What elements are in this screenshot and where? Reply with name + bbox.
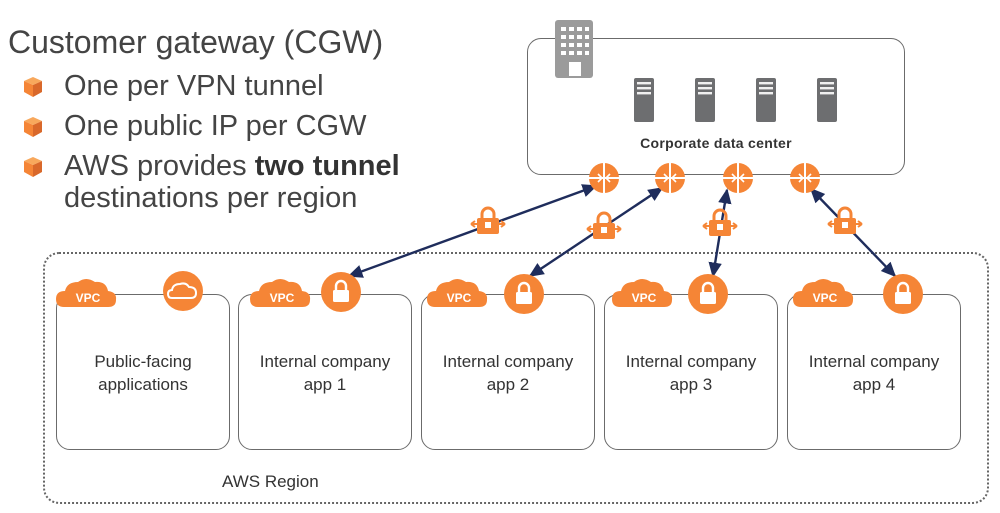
vpc-box-app1: Internal company app 1	[238, 294, 412, 450]
vpn-gateway-lock-icon	[319, 270, 363, 314]
bullet-text-post: destinations per region	[64, 182, 358, 214]
bullet-item: One public IP per CGW	[24, 110, 400, 142]
bullet-list: One per VPN tunnel One public IP per CGW…	[24, 70, 400, 222]
vpc-label: Internal company app 3	[625, 352, 757, 394]
slide-title: Customer gateway (CGW)	[8, 24, 384, 60]
internet-gateway-icon	[163, 271, 203, 311]
svg-text:VPC: VPC	[270, 291, 295, 305]
vpc-label: Internal company app 2	[442, 352, 574, 394]
vpc-box-app4: Internal company app 4	[787, 294, 961, 450]
vpc-label: Internal company app 4	[808, 352, 940, 394]
vpc-cloud-icon: VPC	[612, 279, 673, 307]
vpc-box-app2: Internal company app 2	[421, 294, 595, 450]
vpc-cloud-icon: VPC	[250, 279, 311, 307]
customer-gateway-router-icon	[654, 162, 686, 194]
bullet-item: One per VPN tunnel	[24, 70, 400, 102]
server-icon	[817, 78, 837, 122]
vpc-cloud-icon: VPC	[427, 279, 488, 307]
vpc-label: Internal company app 1	[259, 352, 391, 394]
vpc-cloud-icon: VPC	[793, 279, 854, 307]
vpc-box-app3: Internal company app 3	[604, 294, 778, 450]
orange-cube-icon	[24, 157, 42, 177]
data-center-label: Corporate data center	[640, 135, 792, 151]
orange-cube-icon	[24, 117, 42, 137]
server-icon	[695, 78, 715, 122]
customer-gateway-router-icon	[722, 162, 754, 194]
building-icon	[555, 20, 593, 78]
vpn-gateway-lock-icon	[502, 272, 546, 316]
customer-gateway-router-icon	[789, 162, 821, 194]
tunnel-lock-icon	[701, 208, 739, 238]
vpc-label: Public-facing applications	[94, 352, 192, 394]
svg-text:VPC: VPC	[447, 291, 472, 305]
vpn-tunnel-1-arrow	[347, 184, 598, 278]
svg-text:VPC: VPC	[76, 291, 101, 305]
bullet-item: AWS provides two tunnel destinations per…	[24, 150, 400, 214]
bullet-text-pre: AWS provides	[64, 150, 255, 182]
vpc-cloud-icon: VPC	[56, 279, 117, 307]
vpn-gateway-lock-icon	[881, 272, 925, 316]
bullet-text: One per VPN tunnel	[64, 70, 324, 102]
server-icon	[756, 78, 776, 122]
svg-text:VPC: VPC	[632, 291, 657, 305]
vpn-gateway-lock-icon	[686, 272, 730, 316]
bullet-text: One public IP per CGW	[64, 110, 367, 142]
aws-region-label: AWS Region	[222, 472, 319, 491]
bullet-text-bold: two tunnel	[254, 150, 400, 182]
customer-gateway-router-icon	[588, 162, 620, 194]
server-icon	[634, 78, 654, 122]
orange-cube-icon	[24, 77, 42, 97]
svg-text:VPC: VPC	[813, 291, 838, 305]
vpc-box-public: Public-facing applications	[56, 294, 230, 450]
